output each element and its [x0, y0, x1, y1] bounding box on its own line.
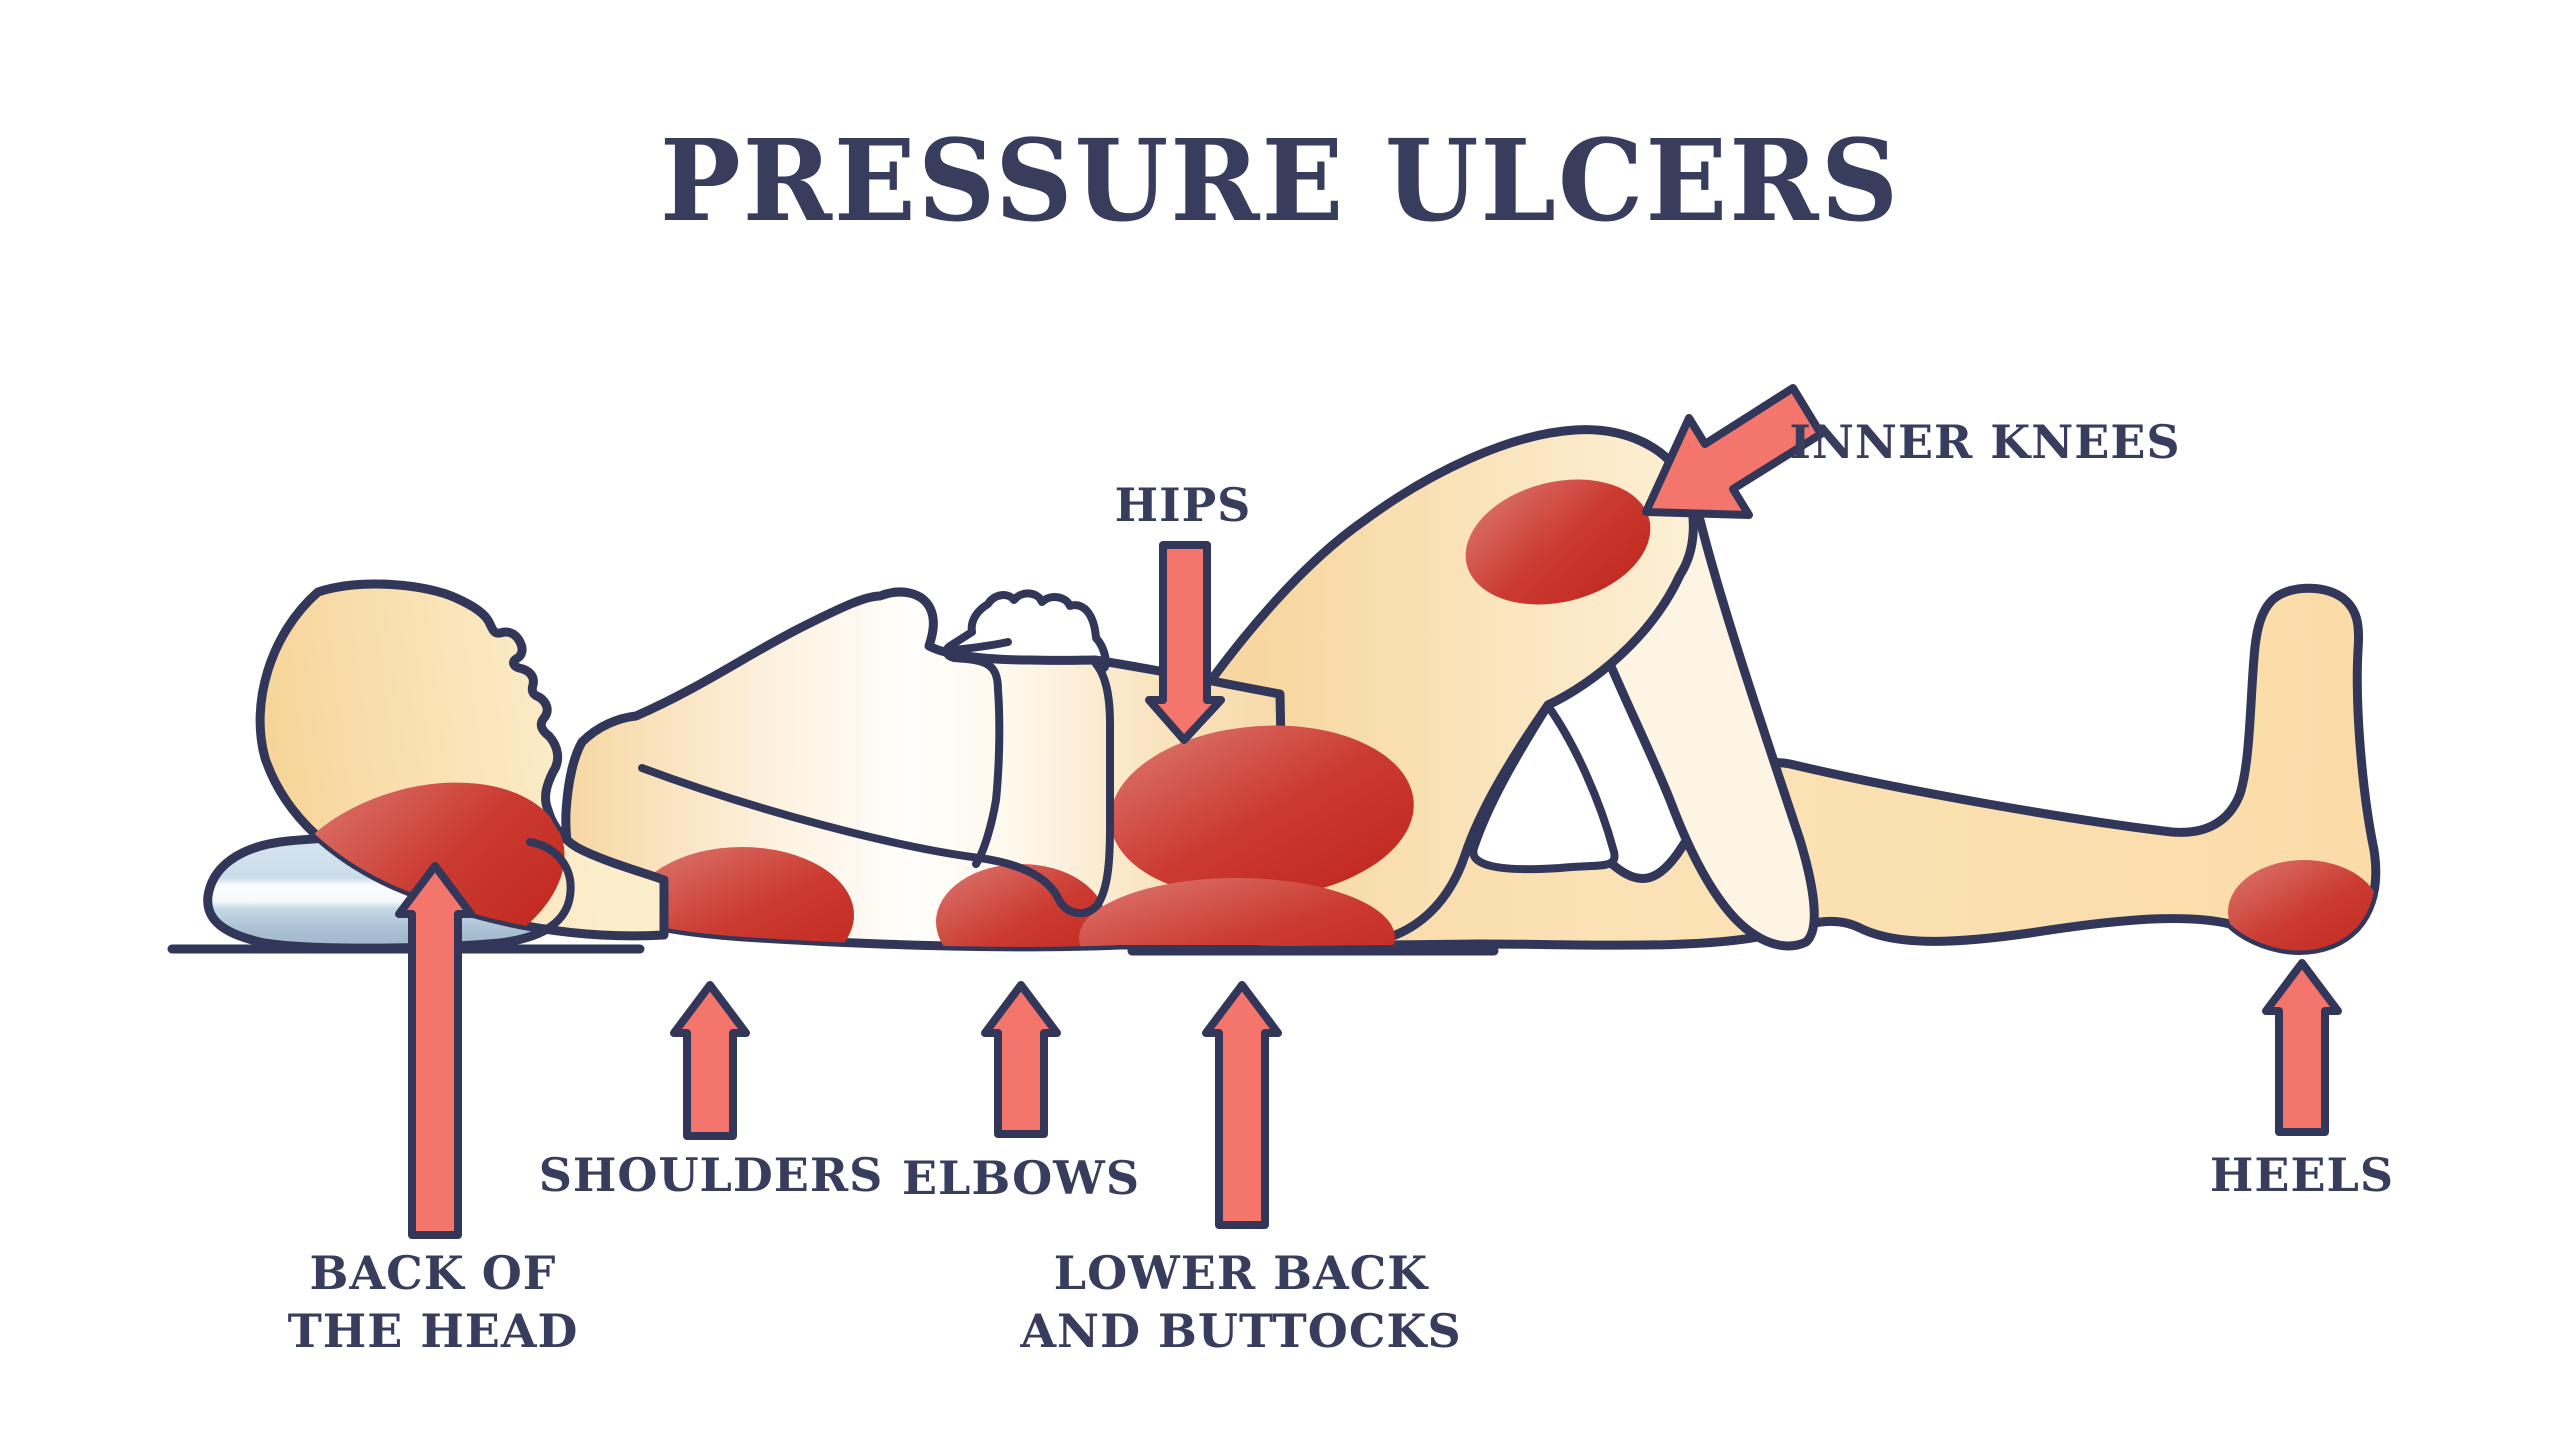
arrow-hips [1145, 541, 1225, 744]
label-lower-back-line1: LOWER BACK [1053, 1246, 1429, 1300]
label-back-of-head-line1: BACK OF [309, 1246, 557, 1300]
arrows [395, 384, 2342, 1239]
ulcer-inner-knee [1465, 479, 1651, 605]
ulcer-elbow [936, 864, 1106, 951]
label-lower-back: LOWER BACK AND BUTTOCKS [1020, 1244, 1461, 1360]
label-inner-knees: INNER KNEES [1789, 415, 2181, 469]
ulcer-heel [2228, 860, 2376, 951]
label-heels: HEELS [2209, 1148, 2395, 1202]
arrow-back-of-head [395, 862, 475, 1239]
arm-outline [638, 589, 1114, 917]
label-shoulders: SHOULDERS [538, 1148, 884, 1202]
label-hips: HIPS [1114, 478, 1252, 532]
ulcer-buttocks [1079, 878, 1395, 951]
arrow-inner-knees [1642, 384, 1825, 519]
label-elbows: ELBOWS [901, 1151, 1141, 1205]
label-lower-back-line2: AND BUTTOCKS [1020, 1304, 1462, 1358]
arrow-lower-back [1202, 981, 1282, 1229]
ulcer-hip [1110, 725, 1414, 899]
arrow-elbows [981, 981, 1061, 1138]
arrow-shoulders [670, 981, 750, 1140]
page-title: PRESSURE ULCERS [659, 116, 1901, 247]
pillow-edge [496, 838, 575, 947]
thumb-crease [950, 638, 1012, 654]
label-back-of-head: BACK OF THE HEAD [288, 1244, 579, 1360]
label-back-of-head-line2: THE HEAD [287, 1304, 579, 1358]
arrow-heels [2262, 959, 2342, 1136]
